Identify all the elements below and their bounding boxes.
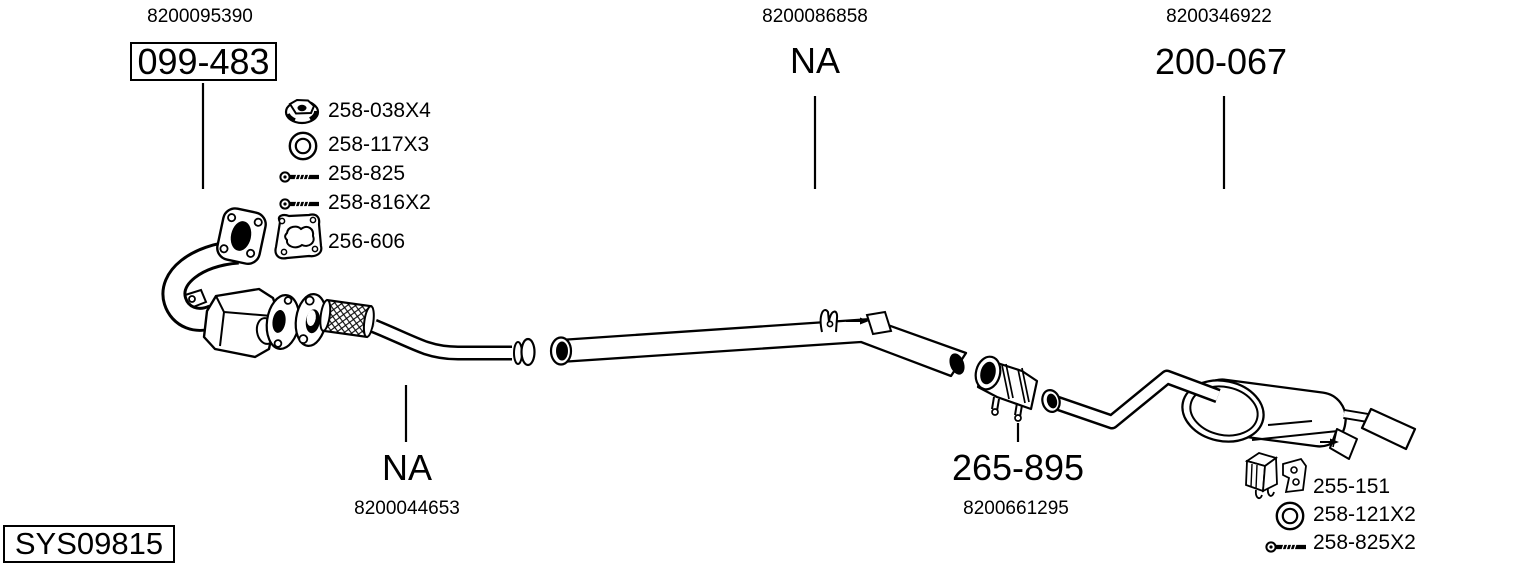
ref-number-center: 8200086858 bbox=[762, 6, 868, 27]
muffler-hanger-strap bbox=[1320, 428, 1358, 460]
rear-muffler-drawing bbox=[1041, 369, 1417, 460]
gasket-icon bbox=[274, 213, 323, 260]
hanger-strap-pointer bbox=[846, 310, 893, 336]
flex-pipe bbox=[319, 298, 375, 339]
hardware-label: 258-816X2 bbox=[328, 191, 431, 214]
center-pipe-drawing bbox=[549, 309, 968, 378]
bolt-icon bbox=[279, 198, 319, 210]
system-code-badge: SYS09815 bbox=[3, 525, 175, 563]
washer-icon bbox=[1275, 501, 1305, 531]
front-pipe-catalyst-drawing bbox=[161, 207, 536, 367]
ref-number-front: 8200095390 bbox=[147, 6, 253, 27]
part-label-rear: 200-067 bbox=[1154, 41, 1288, 82]
ref-number-center-pipe: 8200044653 bbox=[354, 498, 460, 519]
hardware-label: 258-038X4 bbox=[328, 99, 431, 122]
flange-nut-icon bbox=[284, 98, 320, 125]
hardware-label: 258-825 bbox=[328, 162, 406, 185]
hardware-label: 258-117X3 bbox=[328, 133, 430, 156]
part-label-front-boxed: 099-483 bbox=[130, 41, 277, 82]
pipe-hanger-bracket bbox=[819, 309, 839, 333]
outlet-flange bbox=[265, 294, 301, 350]
part-label-center: NA bbox=[789, 40, 841, 81]
part-label-center-pipe: NA bbox=[381, 447, 433, 488]
washer-icon bbox=[288, 131, 318, 161]
hardware-label: 256-606 bbox=[328, 230, 406, 253]
leader-lines bbox=[201, 83, 1226, 442]
ref-number-coupling: 8200661295 bbox=[963, 498, 1069, 519]
tailpipe-tip bbox=[1360, 407, 1417, 451]
inlet-flange bbox=[216, 207, 267, 265]
ref-number-rear: 8200346922 bbox=[1166, 6, 1272, 27]
coupling-sleeve-drawing bbox=[974, 355, 1039, 422]
hanger-bracket-icon bbox=[1244, 452, 1307, 500]
bolt-icon bbox=[279, 171, 319, 183]
hardware-label: 258-825X2 bbox=[1313, 531, 1416, 554]
hardware-label: 255-151 bbox=[1313, 475, 1391, 498]
front-pipe-flange bbox=[294, 293, 328, 347]
part-label-coupling: 265-895 bbox=[951, 447, 1085, 488]
bolt-icon bbox=[1265, 541, 1306, 553]
hardware-label: 258-121X2 bbox=[1313, 503, 1416, 526]
